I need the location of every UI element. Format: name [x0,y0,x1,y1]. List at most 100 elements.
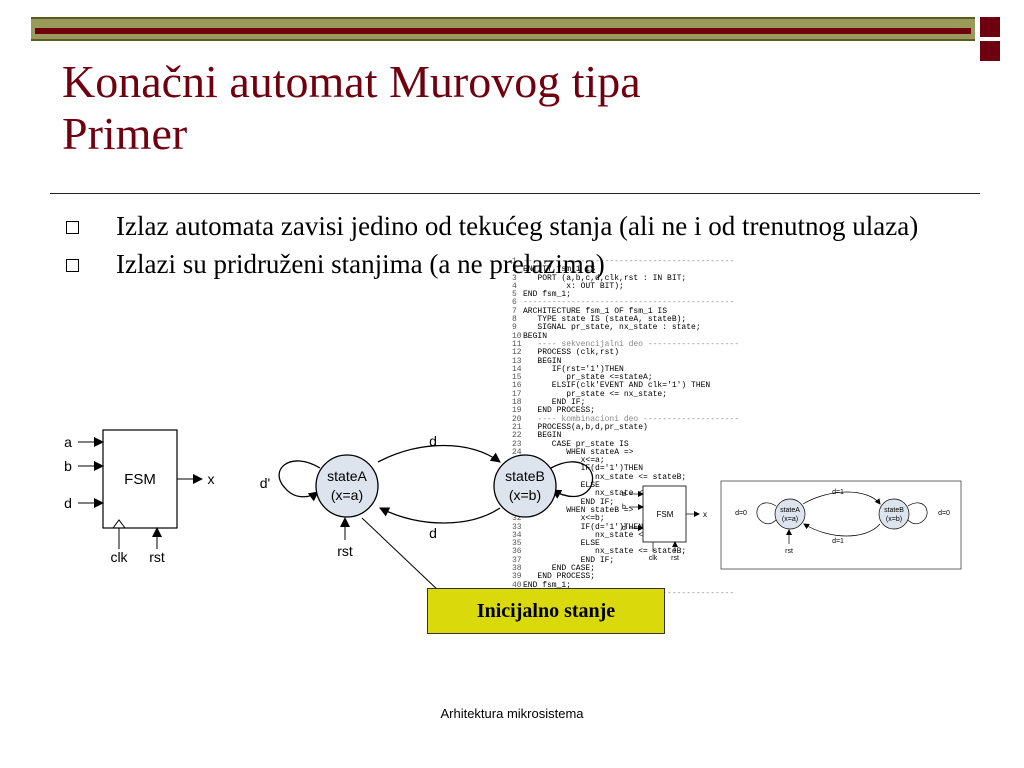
loop-a-label: d' [260,475,270,491]
code-line: 17 pr_state <= nx_state; [512,389,739,399]
code-line-number: 16 [512,381,522,391]
slide-title: Konačni automat Murovog tipa Primer [62,56,641,160]
code-line-text: nx_state <= stateB; [523,472,687,482]
code-line: 18 END IF; [512,398,739,408]
state-a-name: stateA [327,468,367,484]
code-line-number: 32 [512,514,522,524]
mini-fsm-label: FSM [657,510,674,519]
bullet-text: Izlaz automata zavisi jedino od tekućeg … [116,211,919,241]
code-line: 36 nx_state <= stateB; [512,548,739,557]
code-line-number: 21 [512,422,522,432]
code-line-text: x<=a; [523,456,605,466]
code-line-number: 4 [512,281,517,291]
title-line-2: Primer [62,108,188,159]
transition-a-to-b [377,444,501,463]
code-line-text: ----------------------------------------… [523,298,735,308]
fsm-clk-label: clk [110,549,128,565]
state-a-node [315,454,379,518]
code-line-text: ----------------------------------------… [523,257,735,266]
code-line-text: BEGIN [523,356,562,366]
state-b-node [493,454,557,518]
code-line: 39 END PROCESS; [512,572,739,581]
code-line-text: ELSE [523,481,600,491]
code-line-number: 2 [512,265,517,275]
code-line-number: 18 [512,398,522,408]
mini-fsm-block: FSM a b d x clk rst [622,485,707,562]
code-line: 35 ELSE [512,539,739,549]
code-line-text: ---- kombinacioni deo ------------------… [523,414,740,424]
mini-state-a-name: stateA [780,507,800,514]
footer-text: Arhitektura mikrosistema [440,706,584,721]
self-loop-b [550,461,594,499]
mini-fsm-output: x [703,510,707,519]
mini-edge-top: d=1 [832,489,844,496]
code-line-text: PORT (a,b,c,d,clk,rst : IN BIT; [523,273,687,283]
mini-fsm-input-b: b [622,504,626,511]
mini-fsm-input-a: a [622,491,626,498]
mini-state-b-name: stateB [884,507,904,514]
mini-loop-a-label: d=0 [735,510,747,517]
code-line-number: 5 [512,290,517,300]
code-line-number: 23 [512,439,522,449]
code-line-text: x: OUT BIT); [523,281,624,291]
fsm-box [102,429,178,529]
code-line: 21 PROCESS(a,b,d,pr_state) [512,422,739,432]
header-bar [31,17,975,41]
fsm-block: FSM a b d x clk rst [64,429,215,565]
code-line-number: 14 [512,364,522,374]
mini-transition-b-to-a [803,523,881,537]
code-line: 12 PROCESS (clk,rst) [512,348,739,358]
corner-square-top [980,17,1000,37]
code-line: 40END fsm_1; [512,581,739,590]
callout-pointer [361,517,441,593]
title-line-1: Konačni automat Murovog tipa [62,56,641,107]
code-line: 6---------------------------------------… [512,298,739,308]
code-line-number: 37 [512,555,522,565]
code-line-number: 13 [512,356,522,366]
mini-state-b-output: (x=b) [886,516,902,523]
code-line-text: IF(d='1')THEN [523,522,644,532]
code-line-text: IF(d='1')THEN [523,464,644,474]
code-line-text: END CASE; [523,563,596,573]
bullet-item: Izlaz automata zavisi jedino od tekućeg … [62,210,942,242]
fsm-input-b: b [64,458,72,474]
state-diagram: d' d d stateA (x=a) stateB (x=b) rst [260,433,594,593]
code-line-number: 11 [512,339,522,349]
code-line: 32 x<=b; [512,514,739,524]
mini-diagram-frame [720,480,962,570]
code-line-number: 1 [512,257,517,266]
header-bar-stripe [35,28,971,34]
bullet-item: Izlazi su pridruženi stanjima (a ne prel… [62,248,942,280]
state-a-output: (x=a) [331,487,363,503]
code-line-text: PROCESS (clk,rst) [523,348,620,358]
state-b-name: stateB [505,468,545,484]
code-line-text: ELSIF(clk'EVENT AND clk='1') THEN [523,381,711,391]
vhdl-code-listing: 1 ---------------------------------------… [512,257,740,598]
code-line-number: 19 [512,406,522,416]
code-line-text: END IF; [523,555,615,565]
mini-loop-a [756,502,777,525]
mini-state-diagram: d=1 d=1 d=0 d=0 stateA (x=a) stateB (x=b… [720,480,962,570]
code-line: 11 ---- sekvencijalni deo --------------… [512,339,739,349]
code-line-text: ELSE [523,539,600,549]
code-line-number: 8 [512,315,517,325]
code-line-text: BEGIN [523,431,562,441]
code-line-text: CASE pr_state IS [523,439,629,449]
code-line-number: 17 [512,389,522,399]
mini-fsm-rst: rst [671,555,679,562]
code-line-text: WHEN stateB => [523,505,634,515]
code-line-text: BEGIN [523,331,548,341]
code-line: 23 CASE pr_state IS [512,439,739,449]
reset-label: rst [337,543,353,559]
code-line: 38 END CASE; [512,563,739,573]
square-bullet-icon [66,221,79,234]
code-line-number: 15 [512,373,522,383]
code-line-number: 12 [512,348,522,358]
mini-fsm-clk: clk [649,555,658,562]
code-line-number: 20 [512,414,522,424]
code-line: 33 IF(d='1')THEN [512,522,739,532]
fsm-input-d: d [64,495,72,511]
fsm-output-x: x [208,471,215,487]
